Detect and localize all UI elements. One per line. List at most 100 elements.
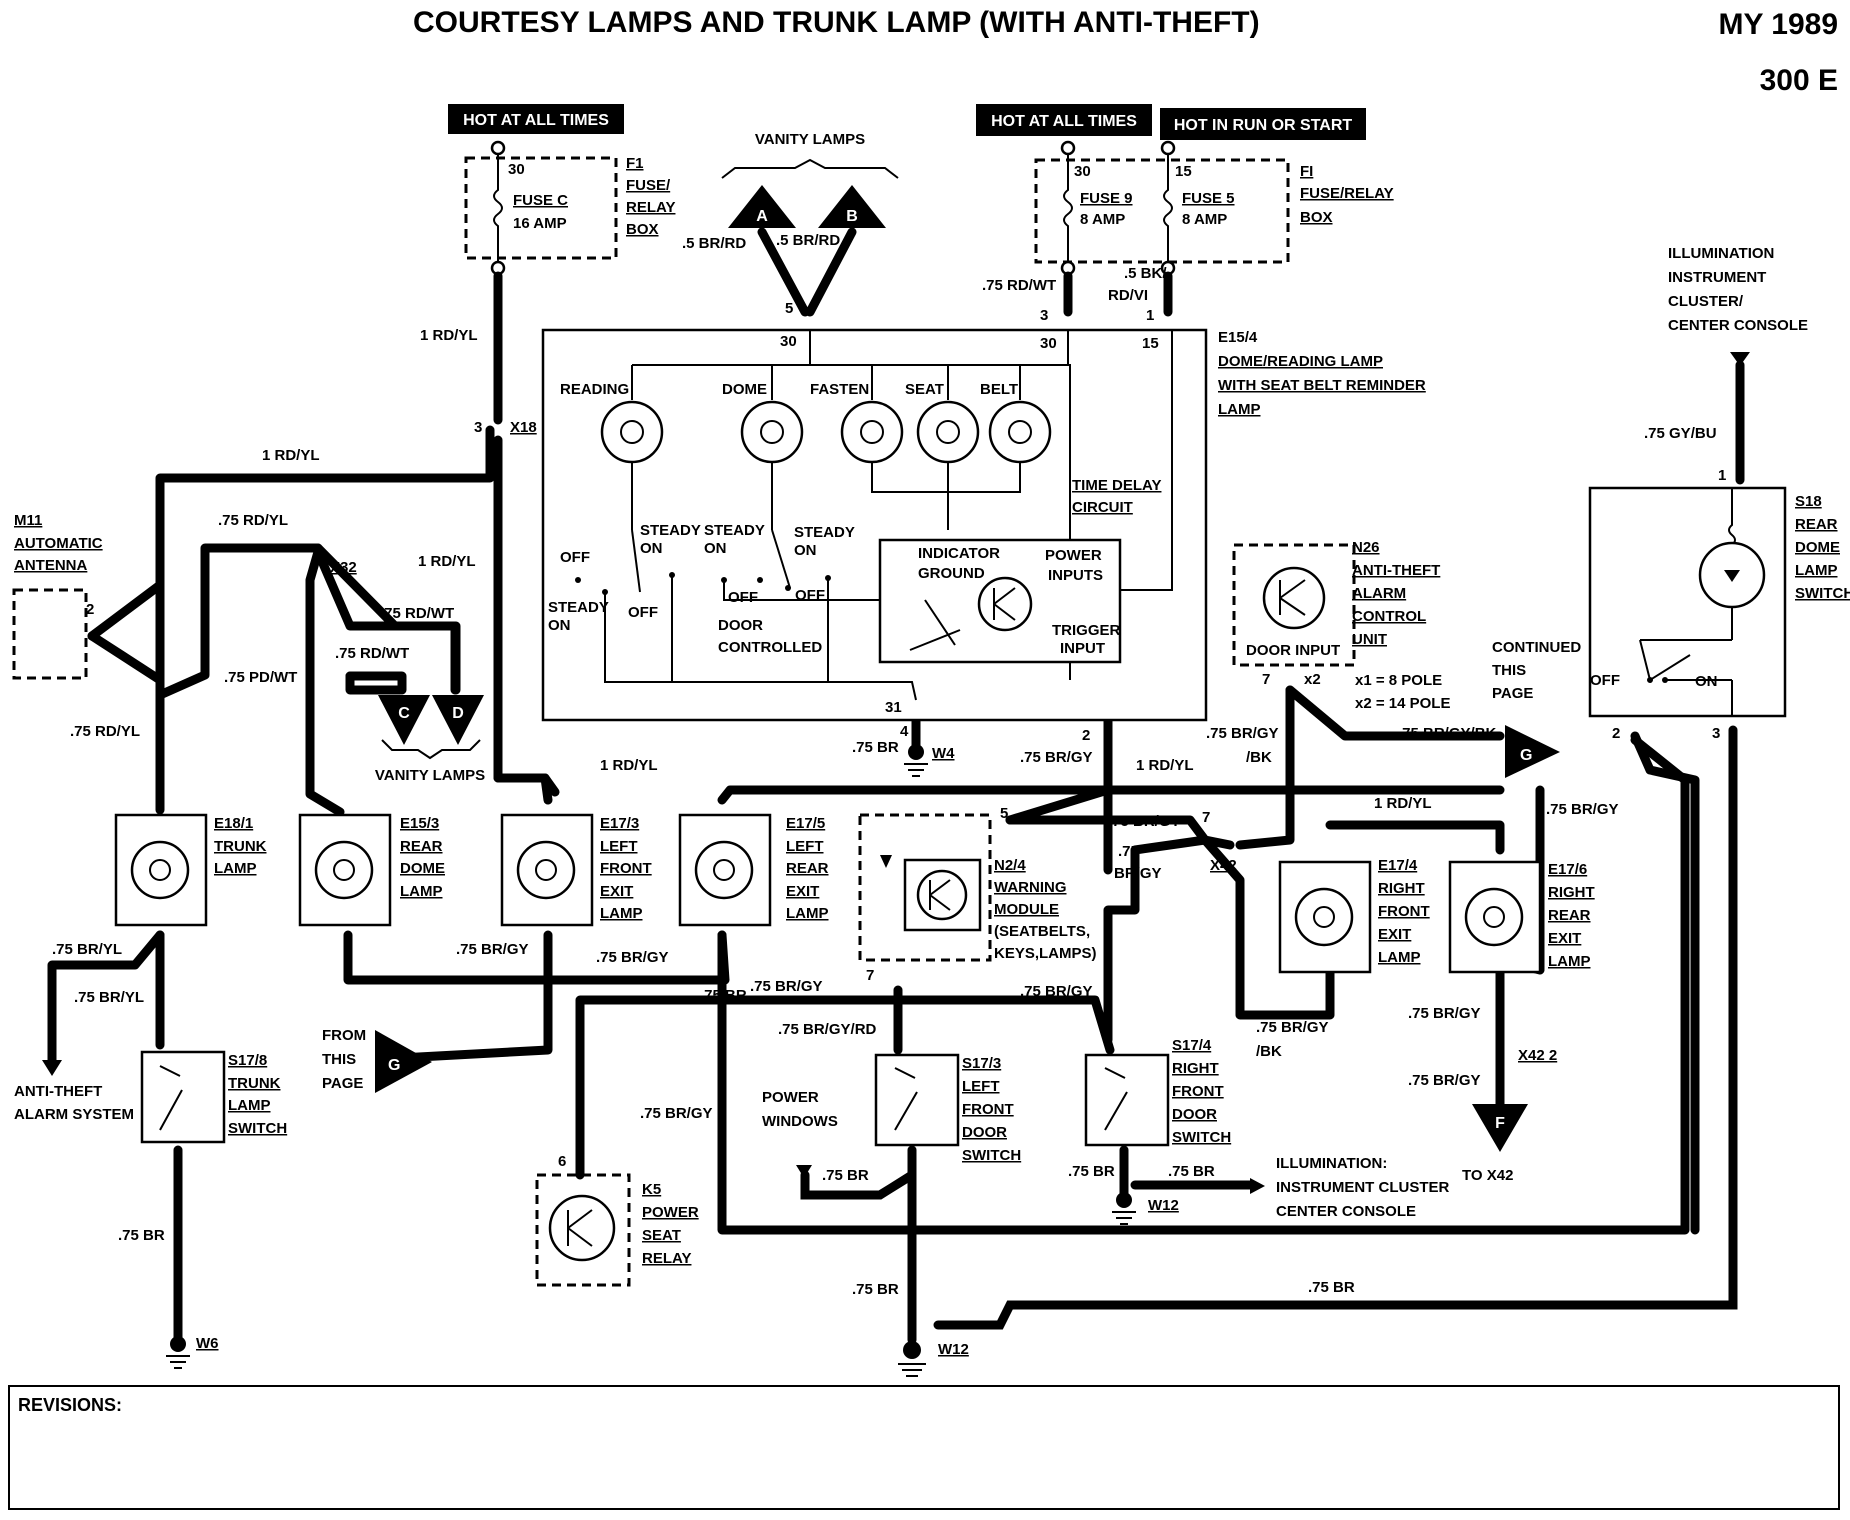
svg-text:DOOR: DOOR: [962, 1124, 1007, 1141]
svg-text:SEAT: SEAT: [642, 1227, 681, 1244]
right-rear-exit-lamp-e17-6: E17/6 RIGHT REAR EXIT LAMP: [1448, 860, 1595, 974]
svg-text:S17/8: S17/8: [228, 1052, 267, 1069]
hot-at-all-times-left-tag: HOT AT ALL TIMES: [448, 104, 624, 134]
svg-text:RIGHT: RIGHT: [1378, 880, 1425, 897]
svg-text:ON: ON: [640, 540, 663, 557]
hot-at-all-times-right-tag: HOT AT ALL TIMES: [976, 104, 1152, 136]
revisions-box: REVISIONS:: [8, 1385, 1840, 1510]
svg-text:INSTRUMENT CLUSTER: INSTRUMENT CLUSTER: [1276, 1179, 1449, 1196]
svg-text:FUSE 9: FUSE 9: [1080, 190, 1133, 207]
svg-text:MODULE: MODULE: [994, 901, 1059, 918]
svg-text:EXIT: EXIT: [1548, 930, 1581, 947]
svg-text:OFF: OFF: [795, 587, 825, 604]
power-seat-relay-k5: 6 K5 POWER SEAT RELAY: [535, 1153, 699, 1287]
svg-text:HOT IN RUN OR START: HOT IN RUN OR START: [1174, 117, 1353, 134]
svg-text:RD/VI: RD/VI: [1108, 287, 1148, 304]
svg-text:.75 BR/GY: .75 BR/GY: [1020, 983, 1093, 1000]
connector-g-out: G: [1505, 725, 1560, 778]
svg-text:TRIGGER: TRIGGER: [1052, 622, 1121, 639]
svg-text:15: 15: [1175, 163, 1192, 180]
svg-text:4: 4: [900, 723, 909, 740]
svg-text:M11: M11: [14, 512, 42, 529]
svg-text:ON: ON: [548, 617, 571, 634]
svg-text:/BK: /BK: [1246, 749, 1272, 766]
svg-text:FRONT: FRONT: [1172, 1083, 1224, 1100]
svg-text:CLUSTER/: CLUSTER/: [1668, 293, 1744, 310]
svg-text:.75 BR/GY: .75 BR/GY: [750, 978, 823, 995]
svg-text:30: 30: [1040, 335, 1057, 352]
trunk-lamp-e18-1: E18/1 TRUNK LAMP: [114, 813, 267, 927]
svg-text:ANTI-THEFT: ANTI-THEFT: [14, 1083, 102, 1100]
svg-text:STEADY: STEADY: [640, 522, 701, 539]
svg-text:HOT AT ALL TIMES: HOT AT ALL TIMES: [463, 112, 609, 129]
svg-text:PAGE: PAGE: [1492, 685, 1533, 702]
svg-text:N2/4: N2/4: [994, 857, 1026, 874]
svg-text:OFF: OFF: [728, 589, 758, 606]
connector-x18: X18: [510, 419, 537, 436]
svg-text:.75 BR: .75 BR: [700, 987, 747, 1004]
svg-text:30: 30: [1074, 163, 1091, 180]
svg-text:FUSE C: FUSE C: [513, 192, 568, 209]
svg-text:SWITCH: SWITCH: [228, 1120, 287, 1137]
svg-text:THIS: THIS: [322, 1051, 356, 1068]
illumination-top-ref: ILLUMINATION INSTRUMENT CLUSTER/ CENTER …: [1668, 245, 1808, 366]
svg-text:E15/4: E15/4: [1218, 329, 1258, 346]
svg-text:E17/6: E17/6: [1548, 861, 1587, 878]
trunk-lamp-switch-s17-8: S17/8 TRUNK LAMP SWITCH: [140, 1050, 287, 1144]
connector-x42: X42: [1210, 857, 1237, 874]
svg-text:LAMP: LAMP: [1218, 401, 1261, 418]
svg-text:5: 5: [785, 300, 793, 317]
svg-text:(SEATBELTS,: (SEATBELTS,: [994, 923, 1090, 940]
illumination-bottom-ref: ILLUMINATION: INSTRUMENT CLUSTER CENTER …: [1250, 1155, 1449, 1220]
svg-text:INPUT: INPUT: [1060, 640, 1105, 657]
svg-text:FRONT: FRONT: [1378, 903, 1430, 920]
svg-text:ALARM SYSTEM: ALARM SYSTEM: [14, 1106, 134, 1123]
svg-text:FROM: FROM: [322, 1027, 366, 1044]
svg-text:EXIT: EXIT: [786, 883, 819, 900]
left-rear-exit-lamp-e17-5: E17/5 LEFT REAR EXIT LAMP: [678, 813, 829, 927]
svg-text:.75 BR/GY: .75 BR/GY: [596, 949, 669, 966]
svg-text:LAMP: LAMP: [228, 1097, 271, 1114]
svg-text:1 RD/YL: 1 RD/YL: [262, 447, 320, 464]
svg-text:S17/3: S17/3: [962, 1055, 1001, 1072]
svg-text:.75 RD/WT: .75 RD/WT: [335, 645, 409, 662]
svg-text:.5 BR/RD: .5 BR/RD: [682, 235, 746, 252]
svg-text:REAR: REAR: [400, 838, 443, 855]
svg-text:.75 BR/YL: .75 BR/YL: [52, 941, 122, 958]
svg-text:BOX: BOX: [1300, 209, 1333, 226]
svg-text:OFF: OFF: [1590, 672, 1620, 689]
svg-text:1 RD/YL: 1 RD/YL: [600, 757, 658, 774]
svg-text:LEFT: LEFT: [786, 838, 824, 855]
svg-text:1 RD/YL: 1 RD/YL: [420, 327, 478, 344]
svg-text:2: 2: [1082, 727, 1090, 744]
svg-text:FRONT: FRONT: [962, 1101, 1014, 1118]
svg-text:LAMP: LAMP: [1548, 953, 1591, 970]
svg-text:EXIT: EXIT: [1378, 926, 1411, 943]
svg-text:A: A: [756, 208, 768, 225]
vanity-lamps-bottom: C D VANITY LAMPS: [375, 695, 485, 784]
svg-text:G: G: [388, 1057, 400, 1074]
svg-text:CIRCUIT: CIRCUIT: [1072, 499, 1133, 516]
svg-text:THIS: THIS: [1492, 662, 1526, 679]
svg-text:1: 1: [1718, 467, 1726, 484]
svg-text:N26: N26: [1352, 539, 1380, 556]
svg-text:LAMP: LAMP: [1795, 562, 1838, 579]
svg-text:B: B: [846, 208, 858, 225]
svg-text:RELAY: RELAY: [642, 1250, 691, 1267]
svg-text:1 RD/YL: 1 RD/YL: [1374, 795, 1432, 812]
lamp-dome: DOME: [722, 365, 804, 530]
connector-x42-2: X42 2: [1518, 1047, 1557, 1064]
svg-text:.75 BR: .75 BR: [852, 739, 899, 756]
svg-text:TIME DELAY: TIME DELAY: [1072, 477, 1161, 494]
ground-w12-bottom: W12: [898, 1341, 969, 1377]
svg-text:FI: FI: [1300, 163, 1313, 180]
svg-text:.75 BR: .75 BR: [852, 1281, 899, 1298]
ground-w12-right: W12: [1112, 1192, 1179, 1225]
svg-text:.75 BR: .75 BR: [1168, 1163, 1215, 1180]
svg-text:.75 BR: .75 BR: [822, 1167, 869, 1184]
svg-text:ALARM: ALARM: [1352, 585, 1406, 602]
svg-text:.75 BR/GY/RD: .75 BR/GY/RD: [778, 1021, 877, 1038]
svg-text:.75 BR/GY/BK: .75 BR/GY/BK: [1398, 725, 1497, 742]
svg-text:1 RD/YL: 1 RD/YL: [418, 553, 476, 570]
svg-text:.5 BK/: .5 BK/: [1124, 265, 1167, 282]
